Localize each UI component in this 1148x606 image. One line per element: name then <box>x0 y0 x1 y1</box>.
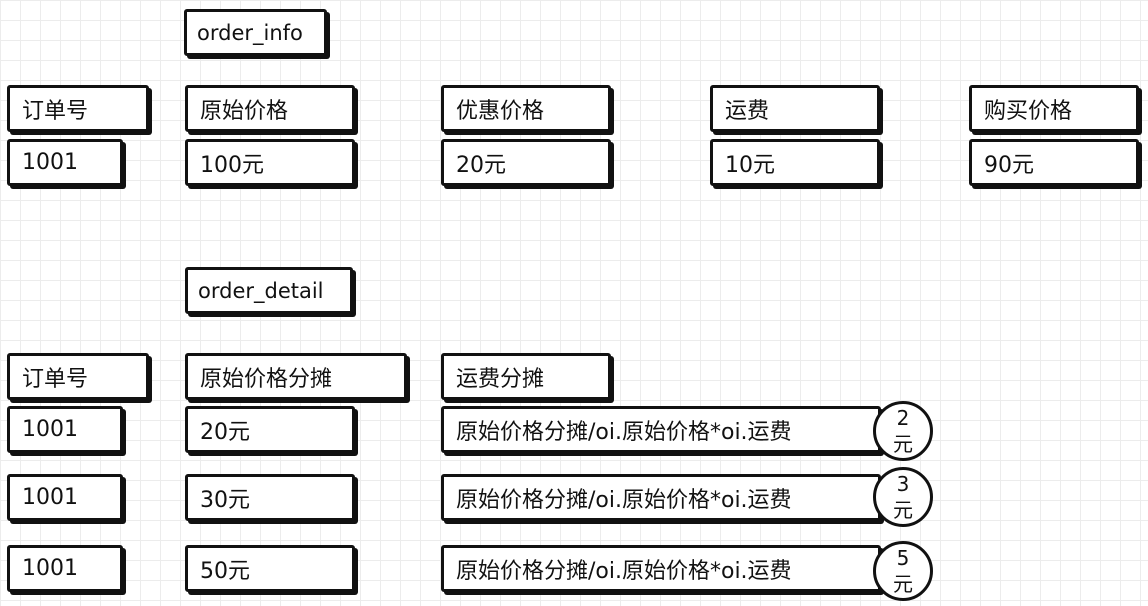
order-detail-row-1-formula: 原始价格分摊/oi.原始价格*oi.运费 <box>441 406 881 453</box>
order-info-value-original-price: 100元 <box>185 139 355 186</box>
order-info-value-discount-price: 20元 <box>441 139 611 186</box>
order-detail-row-3-result: 5 元 <box>873 541 933 601</box>
order-detail-row-2-result-number: 3 <box>896 472 910 496</box>
order-info-header-order-id: 订单号 <box>7 85 149 132</box>
order-detail-row-1-result-number: 2 <box>896 406 910 430</box>
order-detail-row-3-result-unit: 元 <box>893 572 913 596</box>
order-detail-row-1-order-id: 1001 <box>7 406 123 453</box>
order-detail-row-2-result-unit: 元 <box>893 498 913 522</box>
order-info-value-purchase-price: 90元 <box>969 139 1139 186</box>
order-detail-title: order_detail <box>185 267 353 314</box>
order-detail-row-1-price-share: 20元 <box>185 406 355 453</box>
order-detail-row-2-price-share: 30元 <box>185 474 355 521</box>
order-detail-header-shipping-share: 运费分摊 <box>441 353 611 400</box>
order-detail-row-2-result: 3 元 <box>873 467 933 527</box>
order-detail-header-order-id: 订单号 <box>7 353 149 400</box>
order-info-value-order-id: 1001 <box>7 139 123 186</box>
order-detail-row-2-order-id: 1001 <box>7 474 123 521</box>
order-detail-row-3-formula: 原始价格分摊/oi.原始价格*oi.运费 <box>441 545 881 592</box>
order-detail-row-2-formula: 原始价格分摊/oi.原始价格*oi.运费 <box>441 474 881 521</box>
order-info-header-discount-price: 优惠价格 <box>441 85 611 132</box>
order-info-header-original-price: 原始价格 <box>185 85 355 132</box>
order-detail-row-3-result-number: 5 <box>896 546 910 570</box>
order-detail-row-1-result: 2 元 <box>873 401 933 461</box>
order-detail-row-1-result-unit: 元 <box>893 432 913 456</box>
order-info-title: order_info <box>184 9 327 56</box>
order-info-value-shipping-fee: 10元 <box>710 139 880 186</box>
order-detail-row-3-price-share: 50元 <box>185 545 355 592</box>
order-detail-row-3-order-id: 1001 <box>7 545 123 592</box>
order-info-header-purchase-price: 购买价格 <box>969 85 1139 132</box>
order-info-header-shipping-fee: 运费 <box>710 85 880 132</box>
order-detail-header-price-share: 原始价格分摊 <box>185 353 407 400</box>
